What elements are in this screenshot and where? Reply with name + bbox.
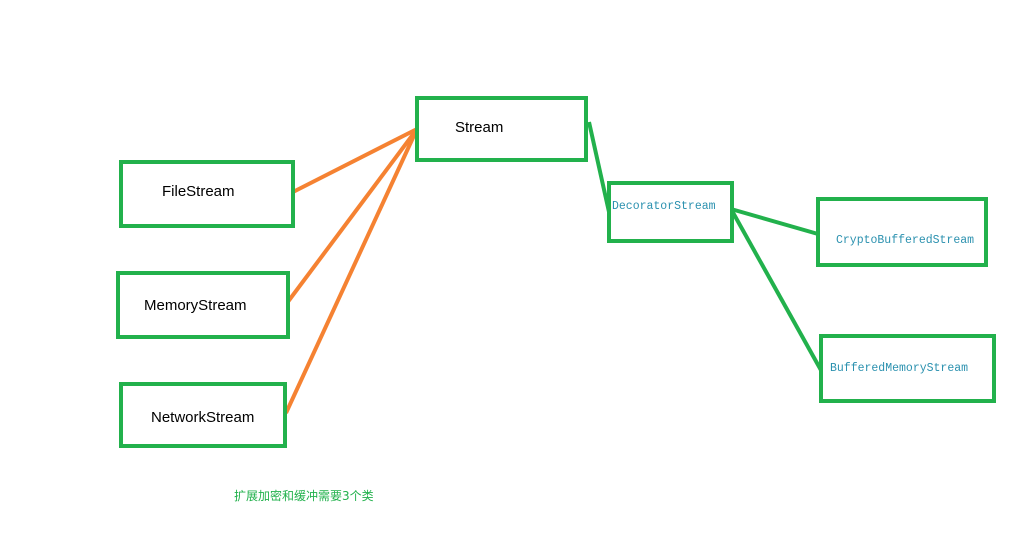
edge-stream-to-decoratorstream <box>587 121 611 213</box>
networkstream-box <box>119 382 287 448</box>
filestream-box <box>119 160 295 228</box>
edge-decoratorstream-to-bufferedmemorystream <box>729 208 824 373</box>
diagram-note: 扩展加密和缓冲需要3个类 <box>234 489 374 503</box>
networkstream-label: NetworkStream <box>151 409 255 426</box>
edge-memorystream-to-stream <box>285 127 419 305</box>
memorystream-label: MemoryStream <box>144 297 247 314</box>
stream-label: Stream <box>455 119 504 136</box>
edge-networkstream-to-stream <box>284 128 419 414</box>
bufferedmemorystream-box <box>819 334 996 403</box>
bufferedmemorystream-label: BufferedMemoryStream <box>830 362 969 375</box>
cryptobufferedstream-box <box>816 197 988 267</box>
edge-decoratorstream-to-cryptobufferedstream <box>730 207 819 236</box>
decoratorstream-box <box>607 181 734 243</box>
cryptobufferedstream-label: CryptoBufferedStream <box>836 234 975 247</box>
edge-filestream-to-stream <box>290 127 418 195</box>
stream-box <box>415 96 588 162</box>
filestream-label: FileStream <box>162 183 235 200</box>
memorystream-box <box>116 271 290 339</box>
decoratorstream-label: DecoratorStream <box>612 200 716 213</box>
